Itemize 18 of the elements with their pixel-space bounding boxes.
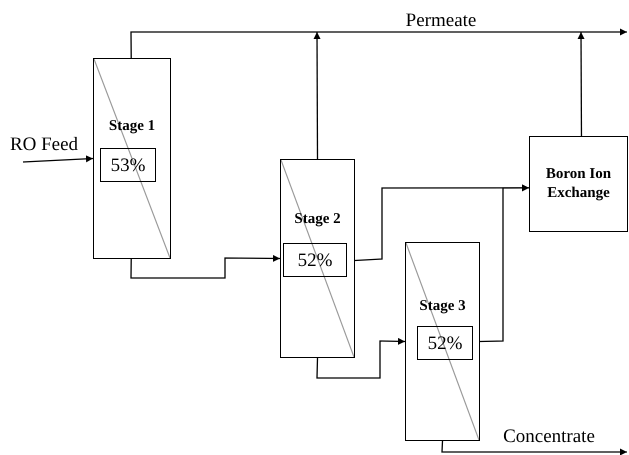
- percentage-box: 53%: [100, 148, 156, 182]
- membrane-stage-box: [93, 58, 171, 259]
- percentage-box: 52%: [283, 243, 347, 277]
- stage-label: Stage 1: [108, 119, 156, 134]
- flow-arrow: [316, 338, 406, 379]
- percentage-box: 52%: [417, 326, 473, 360]
- flow-arrow: [314, 32, 321, 159]
- process-box: Boron Ion Exchange: [529, 136, 628, 232]
- stage-label: Stage 2: [293, 212, 342, 227]
- flow-arrow: [130, 254, 280, 279]
- membrane-stage-box: [280, 159, 355, 358]
- flow-arrow: [441, 440, 627, 455]
- flow-arrow: [130, 28, 627, 58]
- stage-label: Stage 3: [418, 299, 467, 314]
- flow-arrow: [578, 32, 585, 136]
- flow-arrow: [22, 155, 94, 163]
- flow-arrow: [480, 184, 529, 342]
- membrane-stage-box: [405, 242, 480, 441]
